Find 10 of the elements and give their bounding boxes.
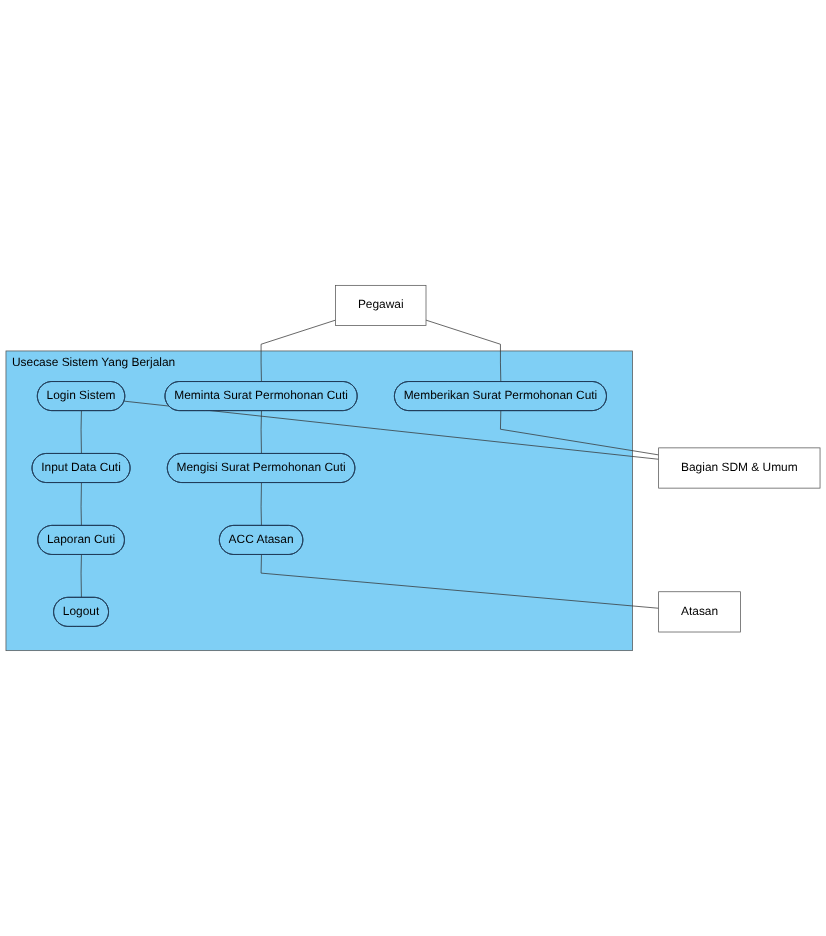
connector [80,410,82,455]
connector [425,319,502,383]
connector [500,410,659,456]
connector [80,482,82,527]
connector [260,410,262,455]
connector [260,319,336,383]
connector [260,554,659,609]
connector [80,554,82,599]
connector [123,400,659,460]
connector [260,482,262,527]
